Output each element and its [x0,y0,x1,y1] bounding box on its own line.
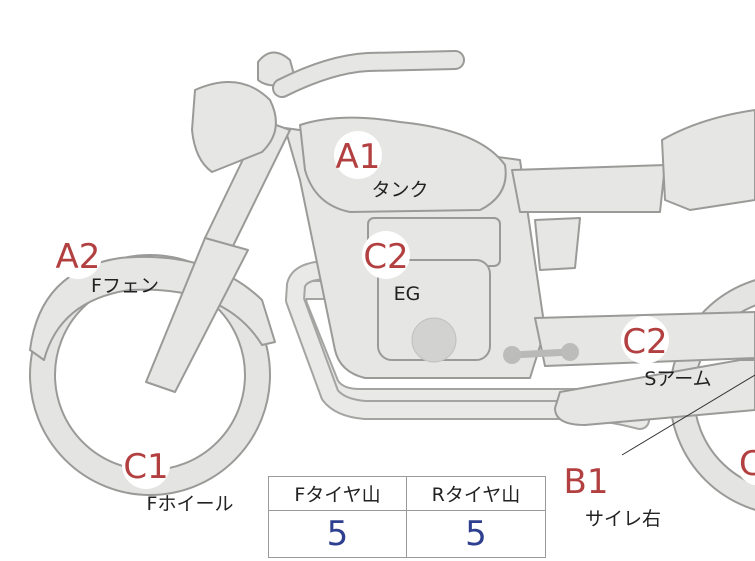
badge-front-wheel-grade: C1 [123,447,168,487]
rear-tread-header: Rタイヤ山 [407,477,545,511]
silencer-graphic [554,359,755,426]
badge-silencer-right: B1 [562,456,610,504]
badge-engine: C2 [362,231,410,279]
handlebar-graphic [257,50,465,98]
side-cover-graphic [534,217,581,271]
front-tread-header: Fタイヤ山 [269,477,407,511]
front-tread-value: 5 [269,511,407,557]
label-tank: タンク [371,179,428,201]
badge-swing-arm-grade: C2 [622,322,667,362]
label-engine: EG [394,283,421,305]
leader-line [621,374,755,456]
label-silencer-right: サイレ右 [585,508,661,530]
badge-front-fender: A2 [54,231,102,279]
badge-tank-grade: A1 [336,137,381,177]
rear-tread-value: 5 [465,514,487,554]
badge-silencer-right-grade: B1 [564,462,609,502]
badge-swing-arm: C2 [621,316,669,364]
badge-rear-wheel-grade: C [739,444,755,484]
badge-rear-wheel: C [736,438,755,486]
label-swing-arm: Sアーム [644,368,711,390]
label-front-wheel: Fホイール [147,493,234,515]
seat-graphic [511,109,755,213]
tire-tread-table: Fタイヤ山 Rタイヤ山 5 5 [268,476,546,558]
label-front-fender: Fフェン [91,275,159,297]
badge-front-wheel: C1 [122,441,170,489]
badge-front-fender-grade: A2 [56,237,101,277]
front-fork-graphic [145,119,291,393]
badge-engine-grade: C2 [363,237,408,277]
headlight-graphic [191,81,277,173]
badge-tank: A1 [334,131,382,179]
